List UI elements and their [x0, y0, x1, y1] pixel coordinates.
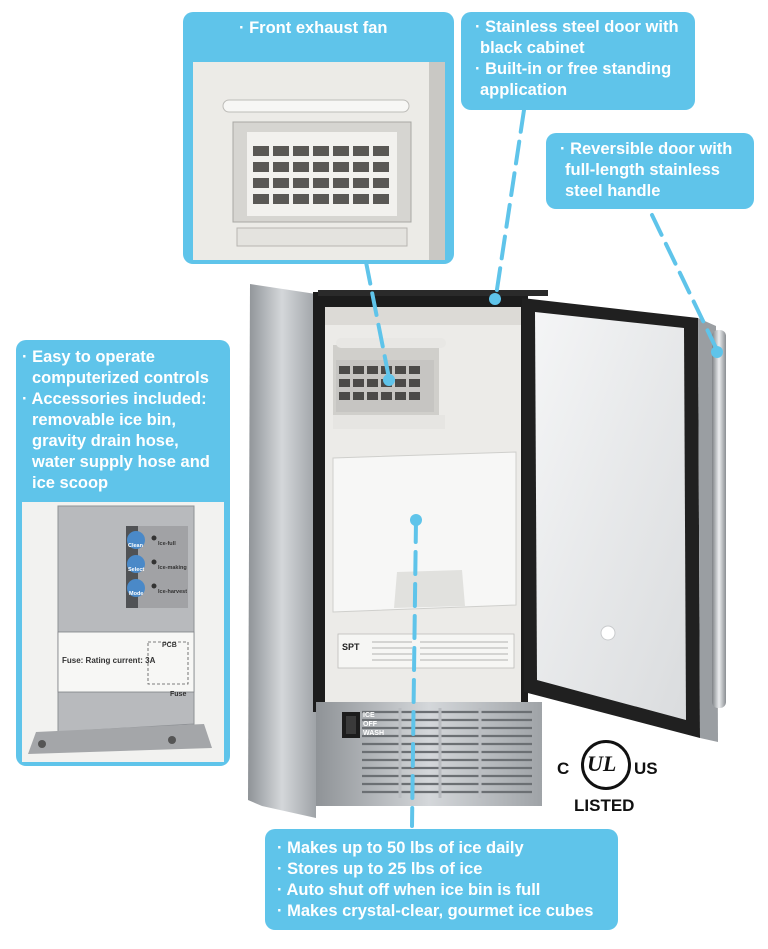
fuse-rating-label: Fuse: Rating current: 3A: [62, 656, 156, 665]
callout-controls-line-2: computerized controls: [32, 369, 209, 387]
ul-mark-right: US: [634, 759, 658, 778]
callout-door-line-2: black cabinet: [480, 39, 585, 57]
callout-controls: · Easy to operate computerized controls …: [16, 340, 230, 766]
leader-lines: [364, 108, 719, 828]
control-panel-photo: Clean Select Mode Ice-full Ice-making Ic…: [22, 502, 224, 762]
callout-reversible-line-3: steel handle: [565, 182, 661, 200]
panel-indicator-ice-harvest: Ice-harvest: [158, 589, 188, 595]
cabinet-side: [248, 284, 316, 818]
callout-door-finish: · Stainless steel door with black cabine…: [461, 12, 695, 110]
fuse-tag-label: Fuse: [170, 691, 187, 698]
switch-label-wash: WASH: [363, 730, 384, 737]
callout-reversible-line-2: full-length stainless: [565, 161, 720, 179]
callout-door-line-4: application: [480, 81, 568, 99]
ice-bin: [332, 451, 517, 613]
callout-reversible-line-1: · Reversible door with: [560, 140, 733, 158]
callout-reversible-door: · Reversible door with full-length stain…: [546, 133, 754, 209]
switch-label-off: OFF: [363, 721, 377, 728]
panel-button-mode: Mode: [129, 591, 144, 597]
callout-fan: · Front exhaust fan: [183, 12, 454, 264]
callout-controls-line-4: removable ice bin,: [32, 411, 176, 429]
callout-controls-line-6: water supply hose and: [32, 453, 210, 471]
vent-grille: [316, 702, 542, 806]
pcb-label: PCB: [162, 642, 177, 649]
panel-indicator-ice-full: Ice-full: [158, 541, 176, 547]
panel-button-clean: Clean: [128, 543, 143, 549]
callout-door-line-3: · Built-in or free standing: [475, 60, 672, 78]
data-label-plate: SPT: [337, 633, 515, 669]
switch-label-ice: ICE: [363, 712, 375, 719]
panel-indicator-ice-making: Ice-making: [158, 565, 187, 571]
ul-mark-center: UL: [587, 751, 617, 776]
callout-controls-line-1: · Easy to operate: [22, 348, 155, 366]
leader-dots: [383, 293, 723, 526]
feature-line-3: · Auto shut off when ice bin is full: [277, 881, 541, 899]
ul-mark-left: C: [557, 759, 570, 778]
panel-button-select: Select: [128, 567, 145, 573]
ul-circle-logo: [581, 740, 631, 790]
callout-fan-line: · Front exhaust fan: [239, 19, 388, 37]
svg-text:SPT: SPT: [342, 642, 360, 652]
callout-features: · Makes up to 50 lbs of ice daily · Stor…: [265, 829, 618, 930]
feature-line-1: · Makes up to 50 lbs of ice daily: [277, 839, 524, 857]
callout-door-line-1: · Stainless steel door with: [475, 18, 679, 36]
fan-photo: [193, 62, 445, 260]
ul-mark-listed: LISTED: [574, 796, 635, 815]
open-door: [522, 298, 726, 742]
feature-line-2: · Stores up to 25 lbs of ice: [277, 860, 483, 878]
callout-controls-line-7: ice scoop: [32, 474, 109, 492]
feature-line-4: · Makes crystal-clear, gourmet ice cubes: [277, 902, 594, 920]
callout-controls-line-3: · Accessories included:: [22, 390, 207, 408]
callout-controls-line-5: gravity drain hose,: [32, 432, 179, 450]
ul-listed-mark: UL C US LISTED: [554, 736, 664, 820]
